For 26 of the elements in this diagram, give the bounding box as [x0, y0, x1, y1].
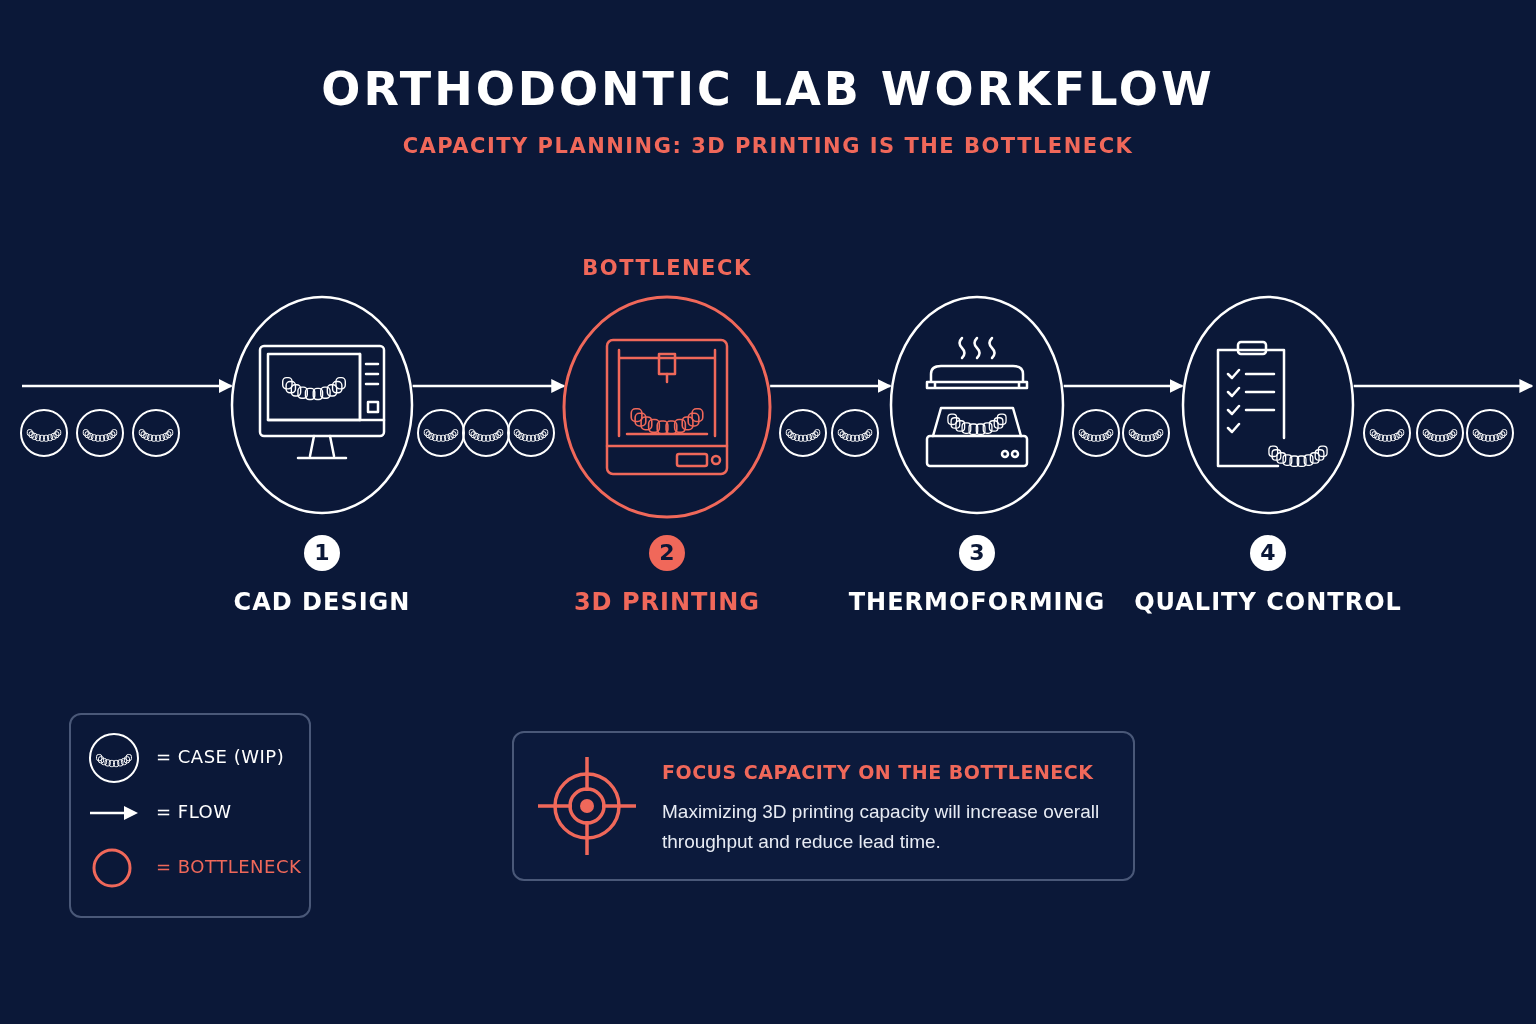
- stage-circle: [562, 295, 772, 519]
- stage-circle: [1181, 295, 1355, 515]
- arrow: [1353, 379, 1534, 393]
- step-number: 2: [649, 535, 685, 571]
- legend-text: = CASE (WIP): [156, 746, 285, 767]
- step-number: 1: [304, 535, 340, 571]
- subtitle: CAPACITY PLANNING: 3D PRINTING IS THE BOTTLENECK: [401, 134, 1135, 158]
- stage-circle: [889, 295, 1065, 515]
- step-number: 3: [959, 535, 995, 571]
- bottleneck-label: BOTTLENECK: [581, 256, 753, 280]
- step-name: QUALITY CONTROL: [1133, 588, 1403, 616]
- legend-text: = FLOW: [156, 801, 232, 822]
- diagram-title: ORTHODONTIC LAB WORKFLOW: [320, 62, 1216, 116]
- arrow: [770, 379, 892, 393]
- arrow: [1063, 379, 1184, 393]
- callout-heading: FOCUS CAPACITY ON THE BOTTLENECK: [662, 761, 1094, 783]
- stage-circle: [230, 295, 414, 515]
- callout-box: [512, 731, 1135, 881]
- legend-text: = BOTTLENECK: [156, 856, 302, 877]
- arrow: [22, 379, 233, 393]
- step-name: 3D PRINTING: [572, 588, 762, 616]
- step-name: CAD DESIGN: [232, 588, 412, 616]
- step-number: 4: [1250, 535, 1286, 571]
- step-name: THERMOFORMING: [847, 588, 1107, 616]
- callout-text: Maximizing 3D printing capacity will increase overall throughput and reduce lead time.: [662, 800, 1101, 854]
- arrow: [412, 379, 566, 393]
